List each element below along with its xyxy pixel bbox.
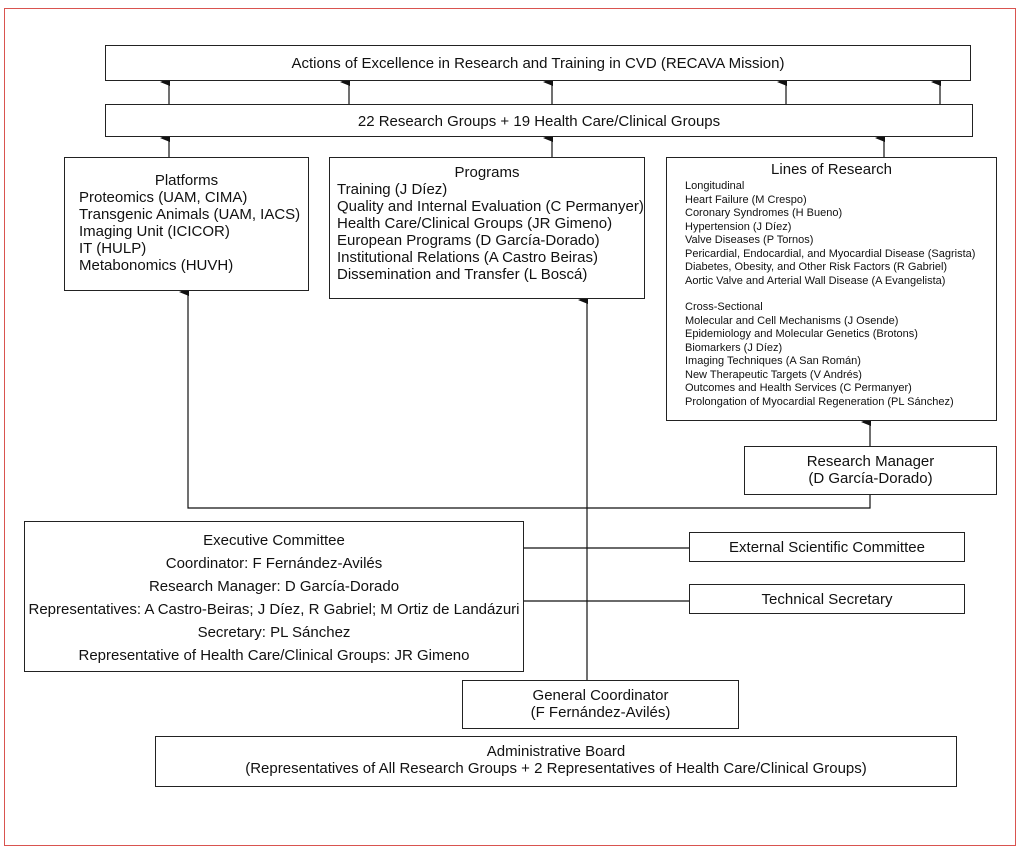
programs-item: Dissemination and Transfer (L Boscá) xyxy=(337,266,588,283)
mission-box: Actions of Excellence in Research and Tr… xyxy=(105,45,971,81)
executive-line: Research Manager: D García-Dorado xyxy=(148,578,400,595)
platforms-item: IT (HULP) xyxy=(79,240,147,257)
general-coordinator-title: General Coordinator xyxy=(532,687,669,704)
cross-sectional-heading: Cross-Sectional xyxy=(685,301,763,313)
administrative-board-title: Administrative Board xyxy=(486,743,626,760)
external-committee-box: External Scientific Committee xyxy=(689,532,965,562)
platforms-item: Metabonomics (HUVH) xyxy=(79,257,234,274)
longitudinal-item: Diabetes, Obesity, and Other Risk Factor… xyxy=(685,261,948,273)
longitudinal-item: Hypertension (J Díez) xyxy=(685,220,792,233)
cross-sectional-item: Epidemiology and Molecular Genetics (Bro… xyxy=(685,328,918,340)
executive-line: Coordinator: F Fernández-Avilés xyxy=(165,555,383,572)
programs-item: Quality and Internal Evaluation (C Perma… xyxy=(337,198,644,215)
research-manager-box: Research Manager (D García-Dorado) xyxy=(744,446,997,495)
executive-committee-box: Executive Committee Coordinator: F Ferná… xyxy=(24,521,524,672)
executive-line: Representatives: A Castro-Beiras; J Díez… xyxy=(28,601,520,618)
cross-sectional-item: New Therapeutic Targets (V Andrés) xyxy=(685,368,862,381)
executive-line: Executive Committee xyxy=(203,532,345,549)
programs-item: Institutional Relations (A Castro Beiras… xyxy=(337,249,598,266)
research-manager-title: Research Manager xyxy=(806,453,935,470)
platforms-item: Imaging Unit (ICICOR) xyxy=(79,223,230,240)
technical-secretary-box: Technical Secretary xyxy=(689,584,965,614)
platforms-title: Platforms xyxy=(154,172,219,189)
groups-label: 22 Research Groups + 19 Health Care/Clin… xyxy=(357,113,721,130)
programs-item: Training (J Díez) xyxy=(337,181,448,198)
cross-sectional-item: Imaging Techniques (A San Román) xyxy=(685,355,861,367)
platforms-item: Proteomics (UAM, CIMA) xyxy=(79,189,248,206)
general-coordinator-name: (F Fernández-Avilés) xyxy=(530,704,671,721)
platforms-item: Transgenic Animals (UAM, IACS) xyxy=(79,206,301,223)
longitudinal-heading: Longitudinal xyxy=(685,180,745,192)
lines-title: Lines of Research xyxy=(771,161,892,178)
external-committee-label: External Scientific Committee xyxy=(729,539,925,556)
technical-secretary-label: Technical Secretary xyxy=(761,591,893,608)
longitudinal-item: Aortic Valve and Arterial Wall Disease (… xyxy=(685,274,946,287)
longitudinal-item: Coronary Syndromes (H Bueno) xyxy=(685,207,843,219)
cross-sectional-item: Biomarkers (J Díez) xyxy=(685,341,783,354)
cross-sectional-item: Molecular and Cell Mechanisms (J Osende) xyxy=(685,314,899,327)
longitudinal-item: Valve Diseases (P Tornos) xyxy=(685,234,814,246)
executive-line: Representative of Health Care/Clinical G… xyxy=(78,647,470,664)
platforms-box: Platforms Proteomics (UAM, CIMA) Transge… xyxy=(64,157,309,291)
research-manager-name: (D García-Dorado) xyxy=(808,470,933,487)
longitudinal-item: Heart Failure (M Crespo) xyxy=(685,193,807,206)
cross-sectional-item: Prolongation of Myocardial Regeneration … xyxy=(685,395,954,408)
cross-sectional-item: Outcomes and Health Services (C Permanye… xyxy=(685,382,912,394)
programs-item: Health Care/Clinical Groups (JR Gimeno) xyxy=(337,215,613,232)
general-coordinator-box: General Coordinator (F Fernández-Avilés) xyxy=(462,680,739,729)
mission-label: Actions of Excellence in Research and Tr… xyxy=(291,55,785,72)
programs-item: European Programs (D García-Dorado) xyxy=(337,232,600,249)
longitudinal-item: Pericardial, Endocardial, and Myocardial… xyxy=(685,247,976,260)
figure-frame xyxy=(4,8,1016,846)
executive-line: Secretary: PL Sánchez xyxy=(197,624,351,641)
groups-box: 22 Research Groups + 19 Health Care/Clin… xyxy=(105,104,973,137)
administrative-board-box: Administrative Board (Representatives of… xyxy=(155,736,957,787)
programs-title: Programs xyxy=(454,164,520,181)
administrative-board-desc: (Representatives of All Research Groups … xyxy=(245,760,867,777)
lines-of-research-box: Lines of Research Longitudinal Heart Fai… xyxy=(666,157,997,421)
programs-box: Programs Training (J Díez) Quality and I… xyxy=(329,157,645,299)
